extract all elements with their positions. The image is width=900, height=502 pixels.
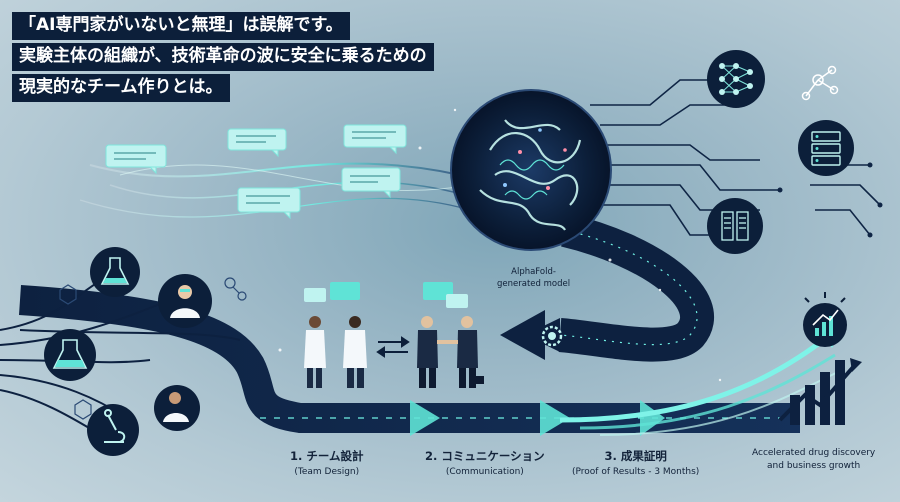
- step-subtitle: (Communication): [445, 467, 524, 477]
- headline-line-2: 実験主体の組織が、技術革命の波に安全に乗るための: [12, 43, 434, 71]
- outcome-label: Accelerated drug discovery and business …: [752, 447, 875, 473]
- neural-network-icon: [707, 50, 765, 108]
- step-subtitle: (Proof of Results - 3 Months): [572, 467, 700, 477]
- step-title: 2. コミュニケーション: [425, 449, 545, 463]
- team-members: [304, 282, 367, 388]
- outcome-line-2: and business growth: [767, 461, 861, 471]
- exchange-arrows: [376, 336, 410, 358]
- scientist-icon: [154, 385, 200, 431]
- flask-icon: [90, 247, 140, 297]
- server-icon: [798, 120, 854, 176]
- gear-icon: [541, 325, 563, 347]
- chat-bubbles: [105, 124, 407, 220]
- model-label-line-2: generated model: [497, 279, 571, 289]
- business-people: [417, 282, 484, 388]
- molecule-decor: [59, 277, 247, 420]
- beaker-icon: [44, 329, 96, 381]
- step-team-design: 1. チーム設計 (Team Design): [290, 448, 364, 477]
- microscope-icon: [87, 404, 139, 456]
- step-subtitle: (Team Design): [294, 467, 360, 477]
- step-title: 3. 成果証明: [604, 449, 667, 463]
- node-graph-icon: [801, 65, 839, 101]
- model-label: AlphaFold- generated model: [497, 266, 570, 290]
- step-communication: 2. コミュニケーション (Communication): [425, 448, 545, 477]
- model-label-line-1: AlphaFold-: [511, 267, 556, 277]
- scientist-icon: [158, 274, 212, 328]
- headline-line-3: 現実的なチーム作りとは。: [12, 74, 230, 102]
- protein-structure-icon: [450, 89, 612, 251]
- headline-line-1: 「AI専門家がいないと無理」は誤解です。: [12, 12, 350, 40]
- document-icon: [707, 198, 763, 254]
- bar-chart: [778, 358, 862, 425]
- step-title: 1. チーム設計: [290, 449, 364, 463]
- step-proof-of-results: 3. 成果証明 (Proof of Results - 3 Months): [572, 448, 699, 477]
- outcome-line-1: Accelerated drug discovery: [752, 448, 876, 458]
- growth-chart-icon: [803, 292, 847, 347]
- headline: 「AI専門家がいないと無理」は誤解です。 実験主体の組織が、技術革命の波に安全に…: [12, 12, 434, 105]
